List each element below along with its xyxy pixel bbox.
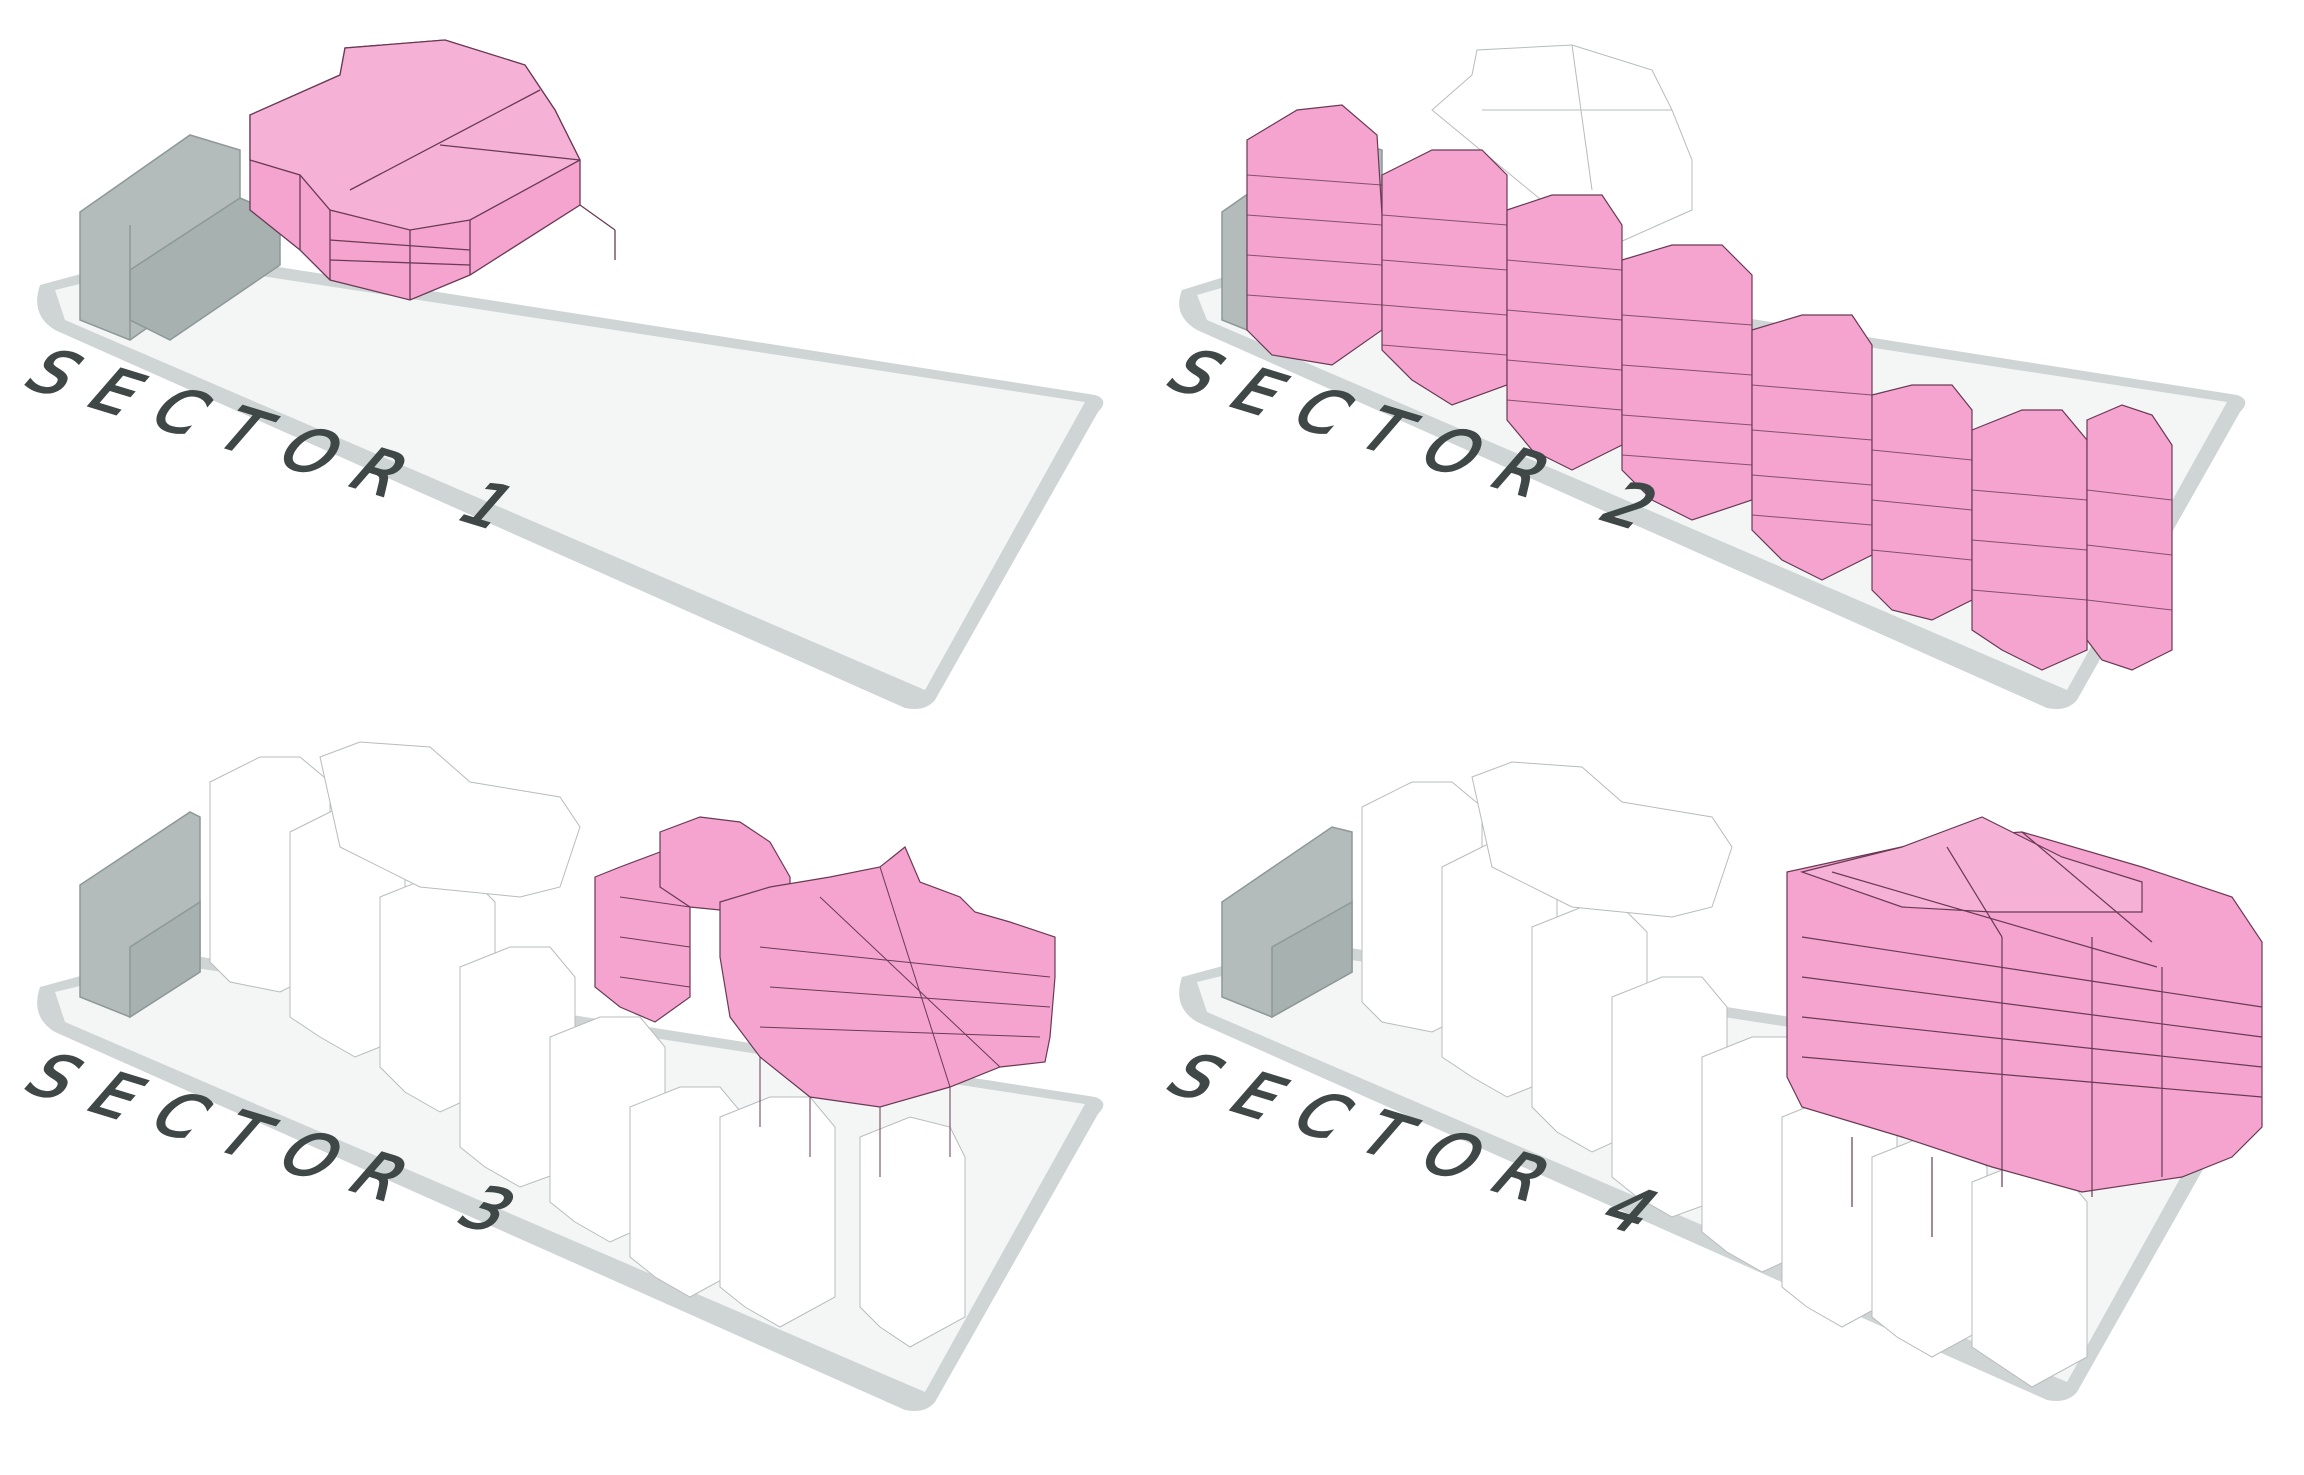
sector-1-panel: SECTOR 1 [0,0,1152,737]
highlighted-tower [1786,816,2263,1237]
existing-building [79,134,281,341]
existing-building [79,811,201,1019]
existing-building [1221,826,1353,1019]
highlighted-blocks [594,816,1056,1108]
highlighted-blocks [1246,104,2173,671]
structure-lines [619,866,1051,1177]
sector-3-diagram [37,741,1104,1411]
site-base-top [55,262,1085,690]
context-blocks [209,741,966,1348]
context-outline [1431,44,1693,251]
sector-2-diagram [1179,44,2246,709]
floor-lines [1246,174,2173,611]
highlighted-block [249,39,616,301]
sector-3-panel: SECTOR 3 [0,737,1152,1474]
sector-2-panel: SECTOR 2 [1152,0,2304,737]
sector-1-diagram [37,39,1104,709]
sector-4-diagram [1179,761,2263,1401]
sector-4-panel: SECTOR 4 [1152,737,2304,1474]
